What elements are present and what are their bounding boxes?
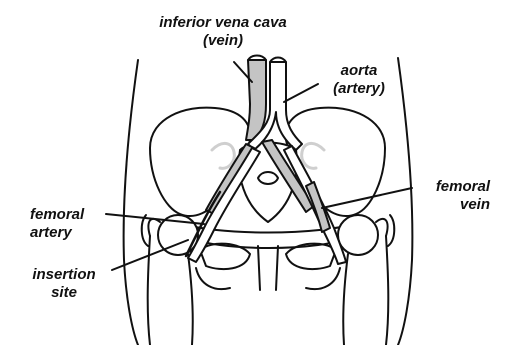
- right-trochanter: [388, 215, 394, 246]
- label-inferior-vena-cava: inferior vena cava (vein): [138, 14, 308, 50]
- label-insertion-line2: site: [14, 284, 114, 302]
- label-ivc-line1: inferior vena cava: [138, 14, 308, 32]
- label-femoral-vein-line1: femoral: [410, 178, 490, 196]
- label-aorta-line2: (artery): [318, 80, 400, 98]
- label-femoral-artery-line1: femoral: [30, 206, 84, 224]
- ischium-right: [306, 268, 340, 289]
- label-femoral-vein: femoral vein: [410, 178, 490, 214]
- label-femoral-artery-line2: artery: [30, 224, 84, 242]
- aorta-leader: [284, 84, 318, 102]
- label-aorta: aorta (artery): [318, 62, 400, 98]
- label-insertion-site: insertion site: [14, 266, 114, 302]
- right-femoral-head: [338, 215, 378, 255]
- left-trochanter: [142, 215, 148, 246]
- ischium-left: [196, 268, 230, 289]
- label-aorta-line1: aorta: [318, 62, 400, 80]
- label-femoral-vein-line2: vein: [410, 196, 490, 214]
- label-ivc-line2: (vein): [138, 32, 308, 50]
- pubic-symphysis: [258, 246, 278, 290]
- body-outline-left: [124, 60, 138, 345]
- label-insertion-line1: insertion: [14, 266, 114, 284]
- obturator-left: [200, 244, 250, 270]
- label-femoral-artery: femoral artery: [30, 206, 84, 242]
- obturator-right: [286, 244, 336, 270]
